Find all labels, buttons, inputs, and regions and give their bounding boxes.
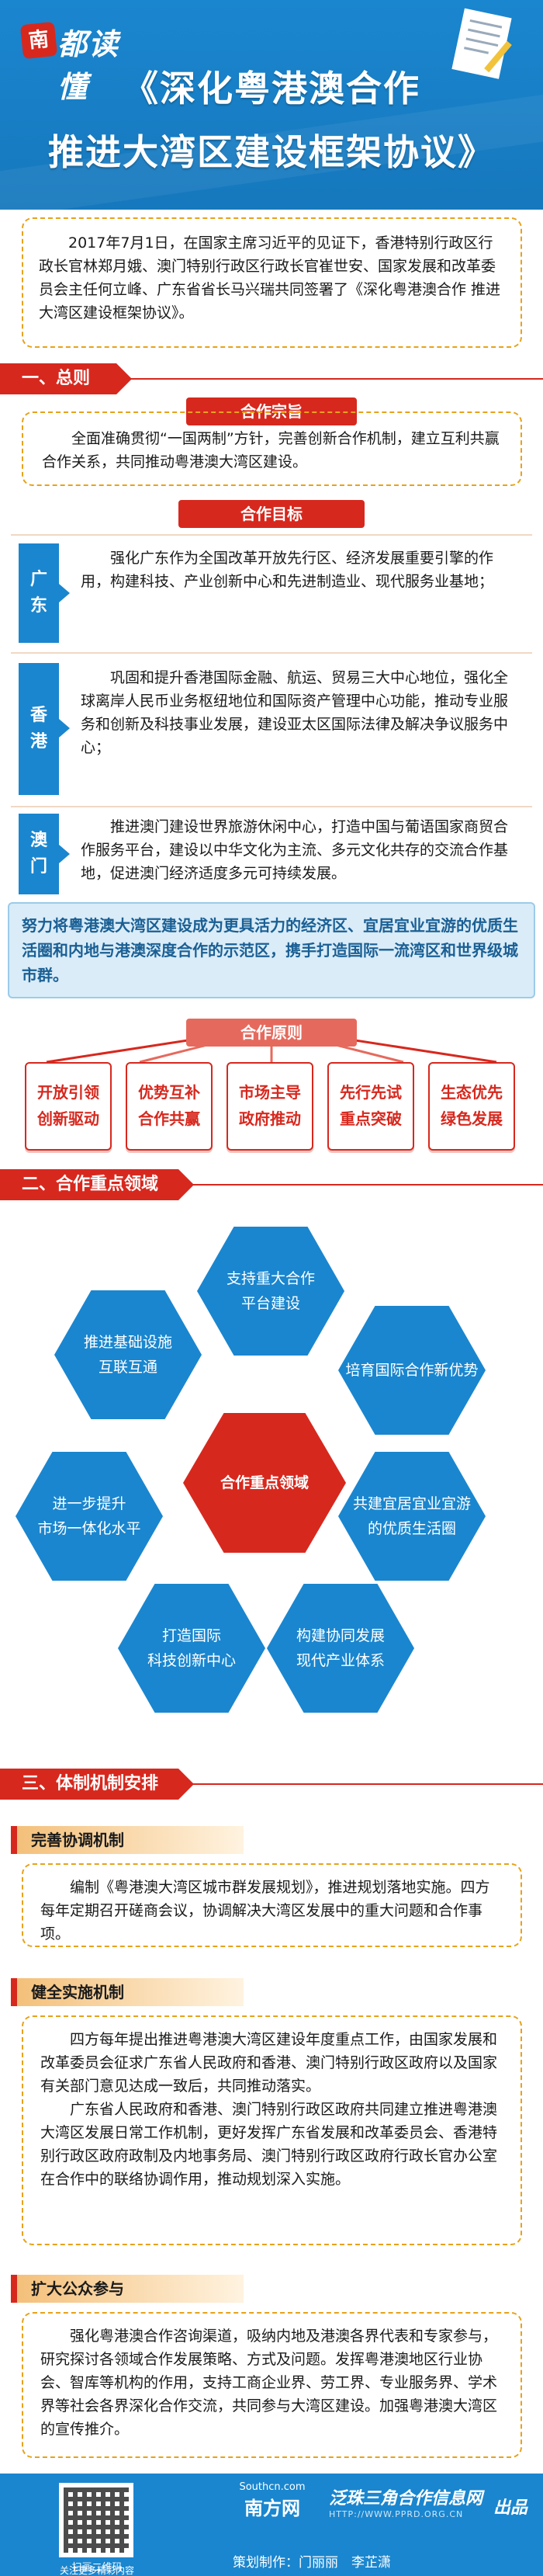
area-line1: 推进基础设施 bbox=[83, 1334, 172, 1351]
block-participation-title: 扩大公众参与 bbox=[11, 2275, 244, 2303]
area-line1: 进一步提升 bbox=[52, 1495, 126, 1512]
section2-heading: 二、合作重点领域 bbox=[0, 1169, 194, 1200]
principle-card: 先行先试重点突破 bbox=[327, 1062, 414, 1151]
area-line2: 平台建设 bbox=[240, 1295, 300, 1312]
area-hex-center: 合作重点领域 bbox=[183, 1413, 346, 1553]
area-line1: 构建协同发展 bbox=[296, 1627, 385, 1644]
section1-heading: 一、总则 bbox=[0, 363, 132, 394]
region-guangdong-text: 强化广东作为全国改革开放先行区、经济发展重要引擎的作用，构建科技、产业创新中心和… bbox=[81, 550, 494, 590]
principle-line2: 重点突破 bbox=[340, 1109, 402, 1128]
region-guangdong-arrow bbox=[59, 584, 70, 602]
qr-code[interactable] bbox=[59, 2483, 133, 2557]
southcn-logo: Southcn.com 南方网 bbox=[222, 2481, 323, 2528]
goal-summary: 努力将粤港澳大湾区建设成为更具活力的经济区、宜居宜业宜游的优质生活圈和内地与港澳… bbox=[8, 902, 535, 998]
qr-caption-2: 关注更多精彩内容 bbox=[59, 2565, 134, 2576]
intro-text: 2017年7月1日，在国家主席习近平的见证下，香港特别行政区行政长官林郑月娥、澳… bbox=[39, 234, 501, 321]
principle-card: 市场主导政府推动 bbox=[227, 1062, 313, 1151]
area-hex-international: 培育国际合作新优势 bbox=[338, 1306, 486, 1435]
area-line2: 现代产业体系 bbox=[296, 1652, 385, 1669]
area-line2: 的优质生活圈 bbox=[367, 1520, 456, 1537]
principle-card: 优势互补合作共赢 bbox=[126, 1062, 213, 1151]
purpose-text: 全面准确贯彻“一国两制”方针，完善创新合作机制，建立互利共赢合作关系，共同推动粤… bbox=[42, 430, 500, 470]
southcn-url: Southcn.com bbox=[239, 2481, 306, 2493]
southcn-name: 南方网 bbox=[244, 2497, 300, 2519]
area-line1: 共建宜居宜业宜游 bbox=[352, 1495, 471, 1512]
section2-rule bbox=[0, 1184, 543, 1186]
title-line-1: 《深化粤港澳合作 bbox=[123, 68, 420, 109]
region-macau-text: 推进澳门建设世界旅游休闲中心，打造中国与葡语国家商贸合作服务平台，建设以中华文化… bbox=[81, 818, 509, 882]
column-logo-word: 都读懂 bbox=[57, 26, 120, 104]
document-signing-icon bbox=[451, 8, 512, 79]
region-macau: 澳门 推进澳门建设世界旅游休闲中心，打造中国与葡语国家商贸合作服务平台，建设以中… bbox=[11, 806, 532, 897]
area-line1: 打造国际 bbox=[161, 1627, 221, 1644]
section1-rule bbox=[0, 378, 543, 380]
qr-caption-1: 扫画二维码 bbox=[71, 2562, 123, 2574]
principle-line1: 优势互补 bbox=[138, 1083, 200, 1102]
block-coordination-box: 编制《粤港澳大湾区城市群发展规划》，推进规划落地实施。四方每年定期召开磋商会议，… bbox=[22, 1863, 522, 1947]
area-line1: 培育国际合作新优势 bbox=[345, 1362, 479, 1379]
principle-line1: 市场主导 bbox=[239, 1083, 301, 1102]
region-hongkong: 香港 巩固和提升香港国际金融、航运、贸易三大中心地位，强化全球离岸人民币业务枢纽… bbox=[11, 652, 532, 804]
pprd-logo: 泛珠三角合作信息网 HTTP://WWW.PPRD.ORG.CN bbox=[329, 2484, 492, 2525]
section3-rule bbox=[0, 1783, 543, 1785]
column-logo: 南 都读懂 bbox=[19, 14, 138, 104]
block-participation-text: 强化粤港澳合作咨询渠道，吸纳内地及港澳各界代表和专家参与，研究探讨各领域合作发展… bbox=[40, 2328, 498, 2438]
intro-box: 2017年7月1日，在国家主席习近平的见证下，香港特别行政区行政长官林郑月娥、澳… bbox=[22, 217, 522, 348]
area-line1: 支持重大合作 bbox=[226, 1270, 315, 1287]
principle-line1: 开放引领 bbox=[37, 1083, 99, 1102]
region-hongkong-text: 巩固和提升香港国际金融、航运、贸易三大中心地位，强化全球离岸人民币业务枢纽地位和… bbox=[81, 669, 509, 756]
principle-card: 生态优先绿色发展 bbox=[428, 1062, 515, 1151]
principle-line2: 合作共赢 bbox=[138, 1109, 200, 1128]
goal-ribbon: 合作目标 bbox=[178, 500, 365, 528]
principle-line2: 创新驱动 bbox=[37, 1109, 99, 1128]
area-hex-platform: 支持重大合作平台建设 bbox=[197, 1227, 344, 1356]
region-guangdong: 广东 强化广东作为全国改革开放先行区、经济发展重要引擎的作用，构建科技、产业创新… bbox=[11, 534, 532, 651]
principle-line2: 政府推动 bbox=[239, 1109, 301, 1128]
region-macau-arrow bbox=[59, 845, 70, 863]
pprd-name: 泛珠三角合作信息网 bbox=[329, 2489, 483, 2508]
column-logo-seal: 南 bbox=[19, 21, 58, 60]
area-line2: 科技创新中心 bbox=[147, 1652, 236, 1669]
header-banner bbox=[0, 0, 543, 210]
block-coordination-text: 编制《粤港澳大湾区城市群发展规划》，推进规划落地实施。四方每年定期召开磋商会议，… bbox=[40, 1879, 490, 1942]
principle-card: 开放引领创新驱动 bbox=[25, 1062, 112, 1151]
credits: 策划制作：门丽丽 李芷潇 bbox=[233, 2555, 391, 2571]
block-implementation-text: 广东省人民政府和香港、澳门特别行政区政府共同建立推进粤港澳大湾区发展日常工作机制… bbox=[40, 2101, 498, 2188]
block-implementation-box: 四方每年提出推进粤港澳大湾区建设年度重点工作，由国家发展和改革委员会征求广东省人… bbox=[22, 2015, 522, 2245]
area-line2: 互联互通 bbox=[98, 1359, 157, 1376]
area-center-label: 合作重点领域 bbox=[220, 1474, 309, 1491]
section3-heading: 三、体制机制安排 bbox=[0, 1769, 194, 1800]
region-guangdong-label: 广东 bbox=[19, 543, 59, 643]
area-hex-living-circle: 共建宜居宜业宜游的优质生活圈 bbox=[338, 1452, 486, 1581]
region-hongkong-label: 香港 bbox=[19, 663, 59, 795]
area-hex-market: 进一步提升市场一体化水平 bbox=[16, 1452, 163, 1581]
block-implementation-text: 四方每年提出推进粤港澳大湾区建设年度重点工作，由国家发展和改革委员会征求广东省人… bbox=[40, 2031, 498, 2095]
area-hex-industry: 构建协同发展现代产业体系 bbox=[267, 1584, 414, 1713]
purpose-box: 全面准确贯彻“一国两制”方针，完善创新合作机制，建立互利共赢合作关系，共同推动粤… bbox=[22, 411, 522, 486]
block-implementation-title: 健全实施机制 bbox=[11, 1978, 244, 2006]
principle-line2: 绿色发展 bbox=[441, 1109, 503, 1128]
block-participation-box: 强化粤港澳合作咨询渠道，吸纳内地及港澳各界代表和专家参与，研究探讨各领域合作发展… bbox=[22, 2312, 522, 2458]
title-line-2: 推进大湾区建设框架协议》 bbox=[48, 131, 495, 173]
pprd-url: HTTP://WWW.PPRD.ORG.CN bbox=[329, 2509, 464, 2519]
area-hex-innovation: 打造国际科技创新中心 bbox=[118, 1584, 265, 1713]
block-coordination-title: 完善协调机制 bbox=[11, 1826, 244, 1854]
region-macau-label: 澳门 bbox=[19, 814, 59, 894]
area-hex-infrastructure: 推进基础设施互联互通 bbox=[54, 1290, 202, 1419]
principle-ribbon: 合作原则 bbox=[186, 1019, 357, 1047]
area-line2: 市场一体化水平 bbox=[37, 1520, 141, 1537]
produced-label: 出品 bbox=[493, 2498, 528, 2518]
principle-line1: 先行先试 bbox=[340, 1083, 402, 1102]
principle-line1: 生态优先 bbox=[441, 1083, 503, 1102]
region-hongkong-arrow bbox=[59, 719, 70, 738]
